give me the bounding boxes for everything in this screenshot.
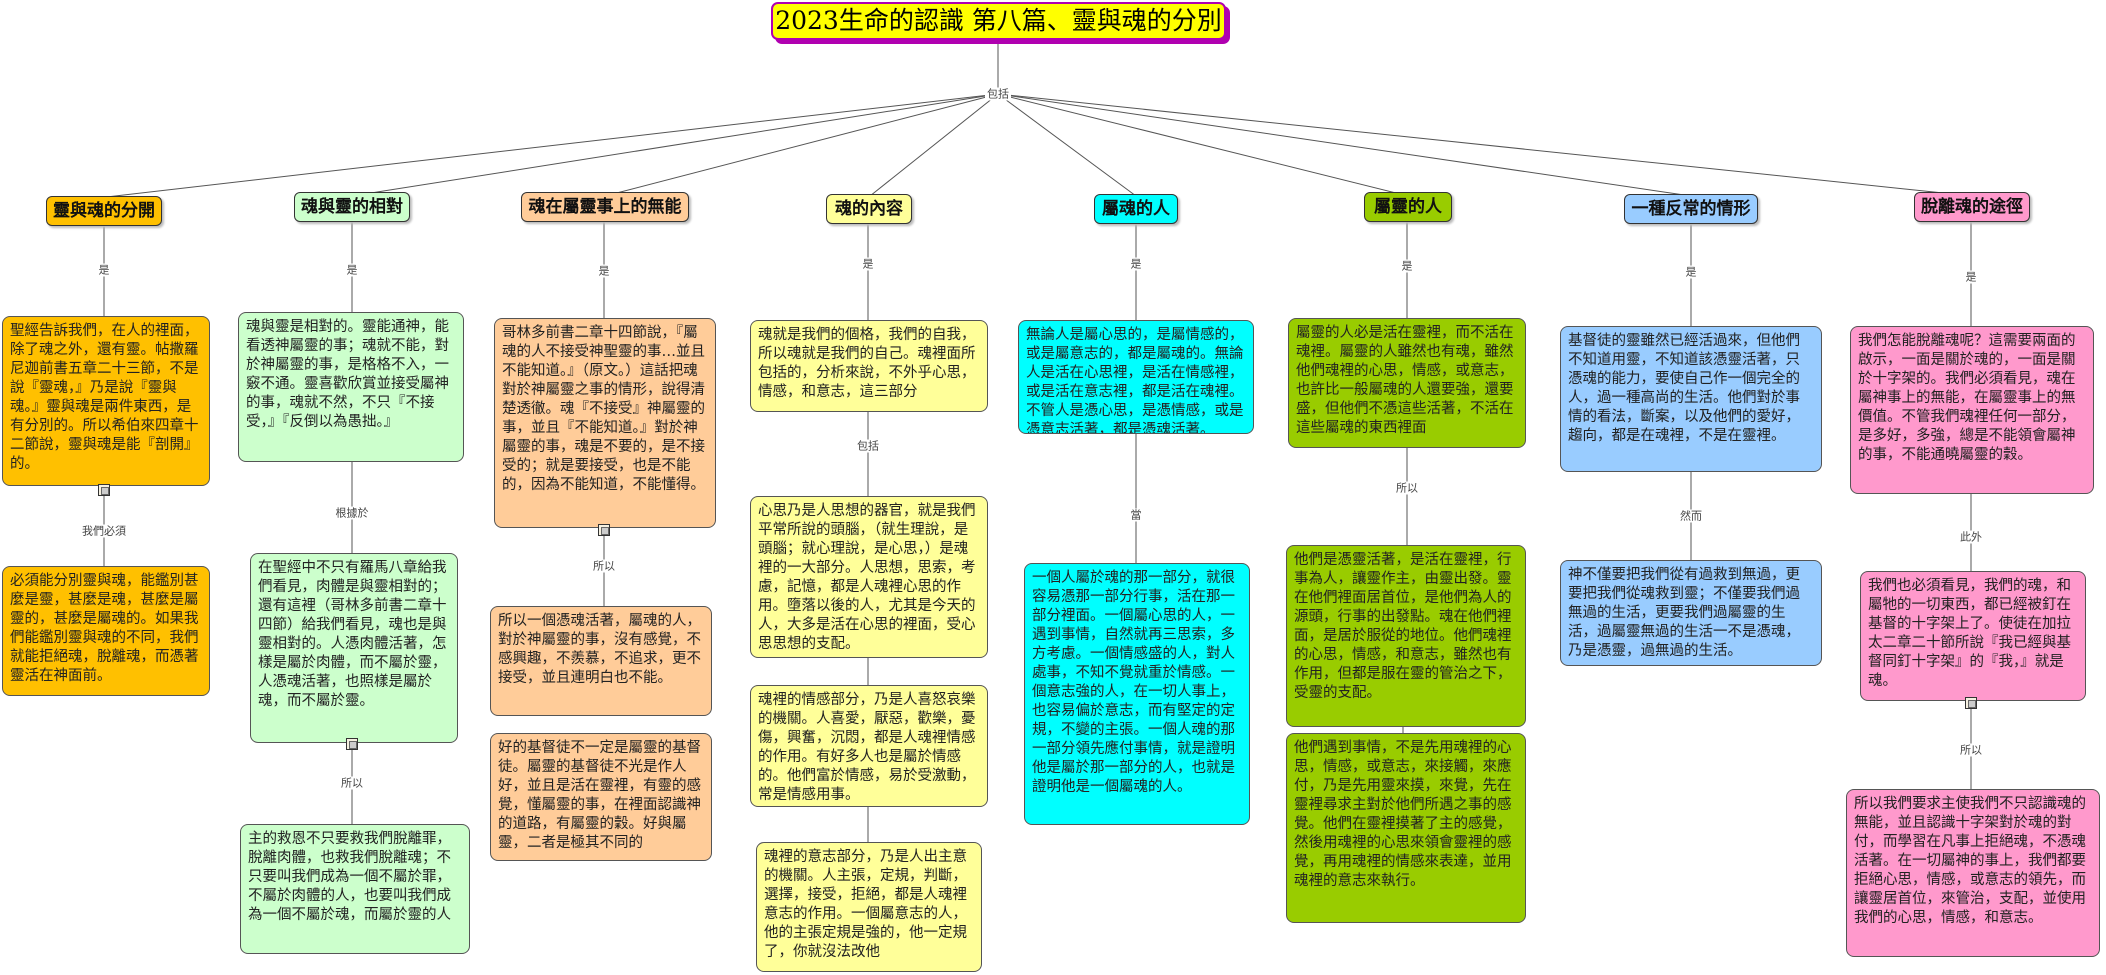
category-spirit-soul-separation[interactable]: 靈與魂的分開 — [46, 196, 162, 226]
category-escape-soul[interactable]: 脫離魂的途徑 — [1914, 192, 2030, 222]
edge-label: 所以 — [339, 776, 365, 790]
node-soul-is-self[interactable]: 魂就是我們的個格，我們的自我，所以魂就是我們的自己。魂裡面所包括的，分析來說，不… — [750, 320, 988, 412]
node-save-to-spirit[interactable]: 神不僅要把我們從有過救到無過，更要把我們從魂救到靈；不僅要我們過無過的生活，更要… — [1560, 560, 1822, 666]
edge-label: 包括 — [855, 439, 881, 453]
edge-label: 根據於 — [333, 506, 371, 520]
edge-label: 所以 — [1958, 743, 1984, 757]
note-icon[interactable] — [1965, 697, 1977, 709]
note-icon[interactable] — [98, 484, 110, 496]
edge-label: 是 — [1399, 259, 1415, 273]
node-emotion-part[interactable]: 魂裡的情感部分，乃是人喜怒哀樂的機關。人喜愛，厭惡，歡樂，憂傷，興奮，沉悶，都是… — [750, 685, 988, 807]
edge-label: 是 — [344, 263, 360, 277]
category-soul-contents[interactable]: 魂的內容 — [826, 194, 912, 224]
node-crucified-with-christ[interactable]: 我們也必須看見，我們的魂，和屬牠的一切東西，都已經被釘在基督的十字架上了。使徒在… — [1860, 571, 2086, 701]
node-spirit-soul-two-things[interactable]: 聖經告訴我們，在人的裡面，除了魂之外，還有靈。帖撒羅尼迦前書五章二十三節，不是說… — [2, 316, 210, 486]
node-deny-soul[interactable]: 所以我們要求主使我們不只認識魂的無能，並且認識十字架對於魂的對付，而學習在凡事上… — [1846, 789, 2100, 957]
edge-label: 是 — [1683, 265, 1699, 279]
node-salvation-from-soul[interactable]: 主的救恩不只要救我們脫離罪，脫離肉體，也救我們脫離魂；不只要叫我們成為一個不屬於… — [240, 824, 470, 954]
node-must-discern[interactable]: 必須能分別靈與魂，能鑑別甚麼是靈，甚麼是魂，甚麼是屬靈的，甚麼是屬魂的。如果我們… — [2, 566, 210, 696]
edge-label: 我們必須 — [80, 524, 128, 538]
node-all-soulish[interactable]: 無論人是屬心思的，是屬情感的，或是屬意志的，都是屬魂的。無論人是活在心思裡，是活… — [1018, 320, 1254, 434]
node-soul-spirit-opposed[interactable]: 魂與靈是相對的。靈能通神，能看透神屬靈的事；魂就不能，對於神屬靈的事，是格格不入… — [238, 312, 464, 462]
node-spiritual-lives-in-spirit[interactable]: 屬靈的人必是活在靈裡，而不活在魂裡。屬靈的人雖然也有魂，雖然他們魂裡的心思，情感… — [1288, 318, 1526, 448]
node-not-use-spirit[interactable]: 基督徒的靈雖然已經活過來，但他們不知道用靈，不知道該憑靈活著，只憑魂的能力，要使… — [1560, 326, 1822, 472]
category-soul-spirit-opposition[interactable]: 魂與靈的相對 — [294, 192, 410, 222]
node-soulish-no-feeling[interactable]: 所以一個憑魂活著，屬魂的人，對於神屬靈的事，沒有感覺，不感興趣，不羨慕，不追求，… — [490, 606, 712, 716]
diagram-title[interactable]: 2023生命的認識 第八篇、靈與魂的分別 — [771, 2, 1226, 40]
edge-label: 此外 — [1958, 530, 1984, 544]
edge-label: 是 — [1963, 270, 1979, 284]
category-soulish-person[interactable]: 屬魂的人 — [1094, 194, 1178, 224]
node-mind-part[interactable]: 心思乃是人思想的器官，就是我們平常所說的頭腦，（就生理說，是頭腦；就心理說，是心… — [750, 496, 988, 658]
edge-label: 所以 — [1394, 481, 1420, 495]
node-touch-spirit-first[interactable]: 他們遇到事情，不是先用魂裡的心思，情感，或意志，來接觸，來應付，乃是先用靈來摸，… — [1286, 733, 1526, 923]
edge-label: 是 — [596, 264, 612, 278]
node-scripture-opposition[interactable]: 在聖經中不只有羅馬八章給我們看見，肉體是與靈相對的；還有這裡（哥林多前書二章十四… — [250, 553, 458, 743]
node-will-part[interactable]: 魂裡的意志部分，乃是人出主意的機關。人主張，定規，判斷，選擇，接受，拒絕，都是人… — [756, 842, 982, 972]
category-soul-powerless[interactable]: 魂在屬靈事上的無能 — [521, 192, 689, 222]
node-spirit-leads[interactable]: 他們是憑靈活著，是活在靈裡，行事為人，讓靈作主，由靈出發。靈在他們裡面居首位，是… — [1286, 545, 1526, 727]
hub-label: 包括 — [985, 87, 1011, 101]
edge-label: 當 — [1128, 508, 1144, 522]
edge-label: 所以 — [591, 559, 617, 573]
category-spiritual-person[interactable]: 屬靈的人 — [1364, 192, 1452, 222]
note-icon[interactable] — [346, 738, 358, 750]
node-soul-not-receive[interactable]: 哥林多前書二章十四節說，『屬魂的人不接受神聖靈的事…並且不能知道。』（原文。）這… — [494, 318, 716, 528]
edge-label: 是 — [1128, 257, 1144, 271]
edge-label: 是 — [860, 257, 876, 271]
category-abnormal-case[interactable]: 一種反常的情形 — [1624, 194, 1758, 224]
node-two-revelations[interactable]: 我們怎能脫離魂呢？這需要兩面的啟示，一面是關於魂的，一面是關於十字架的。我們必須… — [1850, 326, 2094, 494]
edge-label: 是 — [96, 263, 112, 277]
edge-label: 然而 — [1678, 509, 1704, 523]
node-good-not-spiritual[interactable]: 好的基督徒不一定是屬靈的基督徒。屬靈的基督徒不光是作人好，並且是活在靈裡，有靈的… — [490, 733, 712, 861]
note-icon[interactable] — [598, 524, 610, 536]
node-part-leads[interactable]: 一個人屬於魂的那一部分，就很容易憑那一部分行事，活在那一部分裡面。一個屬心思的人… — [1024, 563, 1250, 825]
